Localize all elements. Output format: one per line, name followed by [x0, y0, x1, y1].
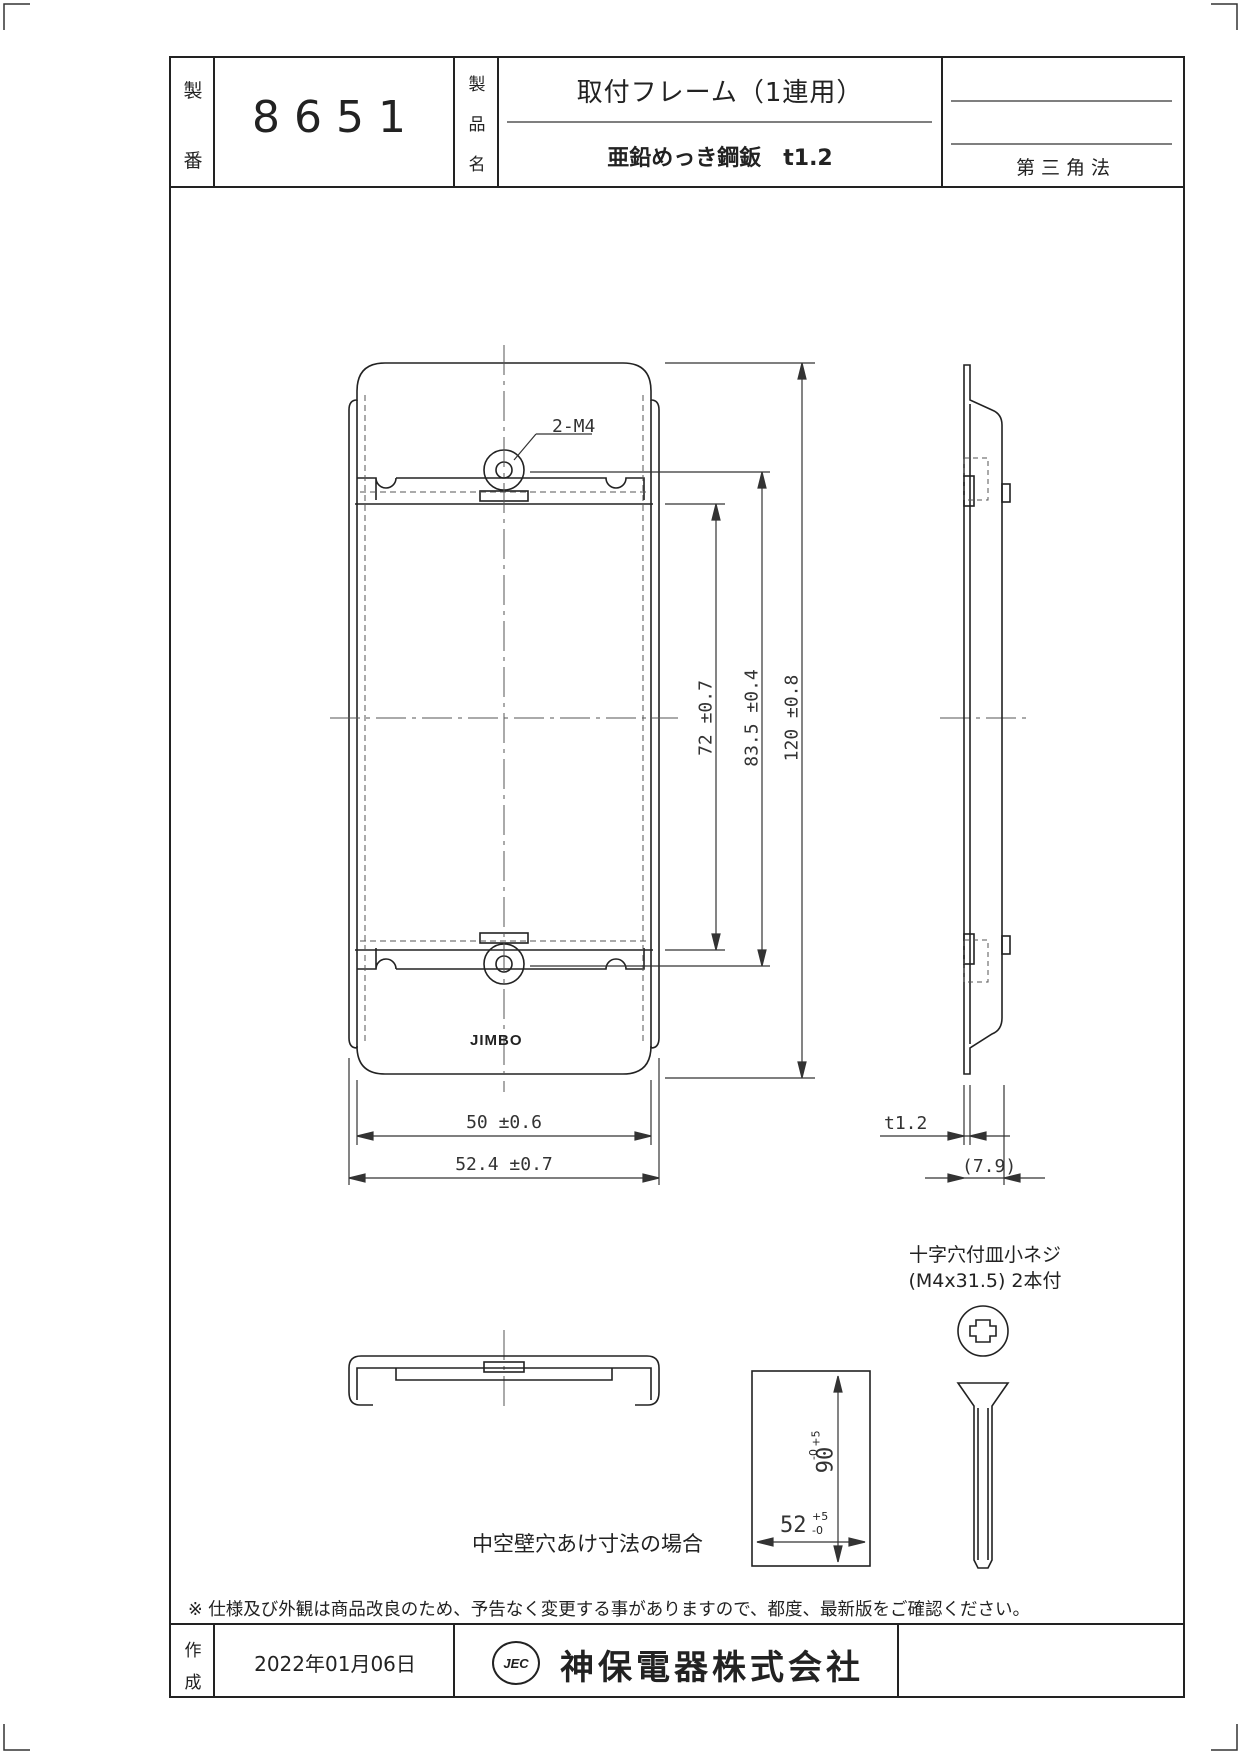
product-label-2: 品: [468, 115, 486, 135]
dimension-120: 120 ±0.8: [781, 674, 803, 762]
dimension-83-5: 83.5 ±0.4: [741, 669, 763, 767]
dimension-thickness: t1.2: [884, 1113, 928, 1134]
cutout-90-tol-plus: +5: [809, 1430, 823, 1447]
cutout-dimension-52: 52: [780, 1513, 807, 1538]
projection-method: 第 三 角 法: [1015, 157, 1111, 179]
jimbo-logo-text: JIMBO: [470, 1032, 523, 1049]
product-label-1: 製: [468, 75, 486, 95]
made-label-2: 成: [184, 1673, 202, 1693]
cutout-view: [751, 1370, 871, 1567]
company-name: 神保電器株式会社: [560, 1648, 864, 1688]
company-logo-text: JEC: [503, 1655, 529, 1671]
made-label-1: 作: [184, 1641, 202, 1661]
product-label-3: 名: [468, 155, 486, 175]
cutout-52-tol-minus: -0: [812, 1524, 823, 1537]
bottom-view: [348, 1355, 660, 1406]
side-view: [963, 364, 1011, 1075]
screw-label-spec: (M4x31.5) 2本付: [908, 1270, 1062, 1292]
seiban-label-bottom: 番: [183, 150, 203, 172]
product-name: 取付フレーム（1連用）: [576, 78, 864, 108]
cutout-label: 中空壁穴あけ寸法の場合: [472, 1532, 703, 1556]
corner-mark-tr: [1211, 3, 1238, 30]
sheet-border: [169, 56, 1185, 1698]
corner-mark-bl: [3, 1724, 30, 1751]
company-logo-icon: JEC: [492, 1641, 540, 1685]
dimension-52-4: 52.4 ±0.7: [455, 1154, 553, 1175]
seiban-label-top: 製: [183, 80, 203, 102]
cutout-90-tol-minus: -0: [806, 1449, 820, 1460]
hole-label: 2-M4: [552, 416, 596, 437]
dimension-72: 72 ±0.7: [695, 680, 717, 756]
screw-label-name: 十字穴付皿小ネジ: [908, 1244, 1061, 1266]
dimension-lines: [348, 362, 1045, 1185]
corner-mark-br: [1211, 1724, 1238, 1751]
cutout-52-tol-plus: +5: [812, 1510, 829, 1523]
dimension-7-9: (7.9): [962, 1156, 1017, 1177]
screw-drawing: [956, 1305, 1010, 1569]
front-view: [348, 362, 660, 1075]
corner-mark-tl: [3, 3, 30, 30]
material-spec: 亜鉛めっき鋼鈑 t1.2: [607, 146, 833, 171]
creation-date: 2022年01月06日: [254, 1652, 416, 1676]
dimension-50: 50 ±0.6: [466, 1112, 542, 1133]
disclaimer-note: ※ 仕様及び外観は商品改良のため、予告なく変更する事がありますので、都度、最新版…: [188, 1600, 1031, 1620]
seiban-value: 8651: [252, 92, 420, 143]
